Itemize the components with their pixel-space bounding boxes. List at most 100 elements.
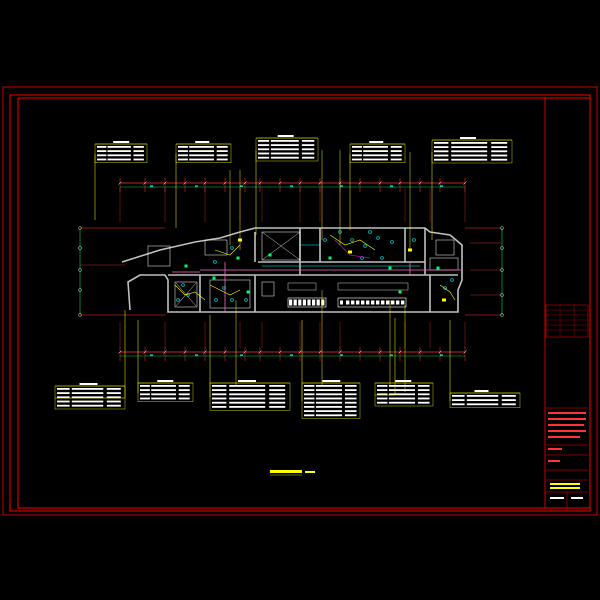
dimension-text bbox=[240, 185, 243, 187]
callout-cell bbox=[151, 385, 176, 387]
panel-breaker bbox=[321, 299, 325, 306]
callout-cell bbox=[269, 385, 286, 387]
drawing-title-bar bbox=[270, 470, 302, 473]
dimension-slash bbox=[223, 350, 227, 354]
panel-breaker bbox=[351, 300, 355, 305]
callout-cell bbox=[452, 403, 465, 406]
callout-cell bbox=[178, 154, 188, 157]
callout-title bbox=[395, 380, 412, 382]
panel-breaker bbox=[366, 300, 370, 305]
callout-cell bbox=[315, 393, 343, 396]
corridor-lines bbox=[172, 262, 462, 312]
callout-cell bbox=[269, 401, 286, 404]
callout-cell bbox=[229, 389, 266, 391]
callout-title bbox=[277, 135, 294, 137]
ceiling-light-icon bbox=[176, 230, 454, 302]
dimension-text bbox=[340, 354, 343, 356]
dimension-text bbox=[150, 354, 153, 356]
callout-cell bbox=[151, 397, 176, 400]
callout-cell bbox=[377, 397, 388, 400]
callout-cell bbox=[491, 154, 508, 157]
callout-cell bbox=[229, 401, 266, 404]
socket-icon bbox=[246, 290, 250, 294]
callout-cell bbox=[304, 385, 315, 387]
dimension-slash bbox=[163, 181, 167, 185]
outer-frame bbox=[2, 86, 598, 516]
callout-cell bbox=[501, 399, 516, 401]
socket-icon bbox=[388, 266, 392, 270]
callout-cell bbox=[270, 156, 299, 159]
callout-cell bbox=[258, 140, 270, 142]
callout-cell bbox=[451, 154, 488, 157]
floor-plan-walls bbox=[121, 227, 463, 313]
callout-frame bbox=[175, 143, 232, 163]
callout-cell bbox=[344, 406, 357, 408]
callout-cell bbox=[301, 140, 315, 142]
panel-breaker bbox=[391, 300, 395, 305]
callout-cell bbox=[270, 144, 299, 146]
callout-cell bbox=[212, 385, 227, 387]
dimension-text bbox=[240, 354, 243, 356]
callout-frame bbox=[374, 382, 434, 407]
dimension-slash bbox=[463, 181, 467, 185]
dimension-text bbox=[390, 354, 393, 356]
callout-cell bbox=[216, 154, 228, 157]
callout-cell bbox=[270, 152, 299, 155]
callout-cell bbox=[106, 392, 121, 394]
dimension-text bbox=[150, 185, 153, 187]
callout-cell bbox=[212, 389, 227, 391]
dimension-text bbox=[290, 185, 293, 187]
callout-cell bbox=[269, 393, 286, 396]
dimension-slash bbox=[118, 350, 122, 354]
callout-title bbox=[322, 380, 341, 382]
callout-cell bbox=[377, 393, 388, 396]
callout-cell bbox=[304, 393, 315, 396]
callout-cell bbox=[491, 142, 508, 144]
callout-cell bbox=[466, 395, 499, 397]
callout-cell bbox=[417, 389, 430, 391]
callout-cell bbox=[417, 393, 430, 396]
callout-cell bbox=[388, 389, 416, 391]
socket-icon bbox=[268, 253, 272, 257]
dimension-slash bbox=[298, 350, 302, 354]
callout-cell bbox=[71, 396, 104, 399]
bottom-dimension-ticks bbox=[118, 322, 467, 361]
callout-cell bbox=[107, 158, 131, 161]
callout-cell bbox=[178, 150, 188, 152]
callout-cell bbox=[178, 385, 190, 387]
callout-cell bbox=[388, 401, 416, 404]
callout-cell bbox=[352, 146, 362, 148]
callout-cell bbox=[301, 148, 315, 151]
callout-cell bbox=[363, 150, 388, 152]
panel-board-icon bbox=[287, 282, 409, 308]
callout-cell bbox=[434, 158, 449, 161]
socket-icon bbox=[398, 290, 402, 294]
callout-cell bbox=[57, 400, 70, 403]
dimension-slash bbox=[358, 350, 362, 354]
callout-cell bbox=[301, 156, 315, 159]
wiring-runs bbox=[174, 234, 456, 301]
panel-breaker bbox=[396, 300, 400, 305]
socket-icon bbox=[184, 264, 188, 268]
callout-cell bbox=[189, 158, 214, 161]
dimension-text bbox=[195, 185, 198, 187]
callout-cell bbox=[71, 404, 104, 407]
circuit-callouts-top bbox=[94, 135, 513, 392]
callout-cell bbox=[269, 389, 286, 391]
callout-cell bbox=[377, 401, 388, 404]
callout-cell bbox=[269, 406, 286, 408]
dimension-slash bbox=[378, 350, 382, 354]
dimension-slash bbox=[463, 350, 467, 354]
callout-cell bbox=[107, 146, 131, 148]
callout-cell bbox=[451, 142, 488, 144]
callout-cell bbox=[71, 392, 104, 394]
callout-cell bbox=[390, 154, 402, 157]
callout-cell bbox=[388, 393, 416, 396]
callout-frame bbox=[431, 139, 513, 164]
panel-breaker bbox=[293, 299, 297, 306]
callout-cell bbox=[491, 150, 508, 153]
callout-cell bbox=[388, 397, 416, 400]
dimension-slash bbox=[378, 181, 382, 185]
inner-partitions bbox=[147, 231, 459, 309]
panel-breaker bbox=[401, 300, 405, 305]
